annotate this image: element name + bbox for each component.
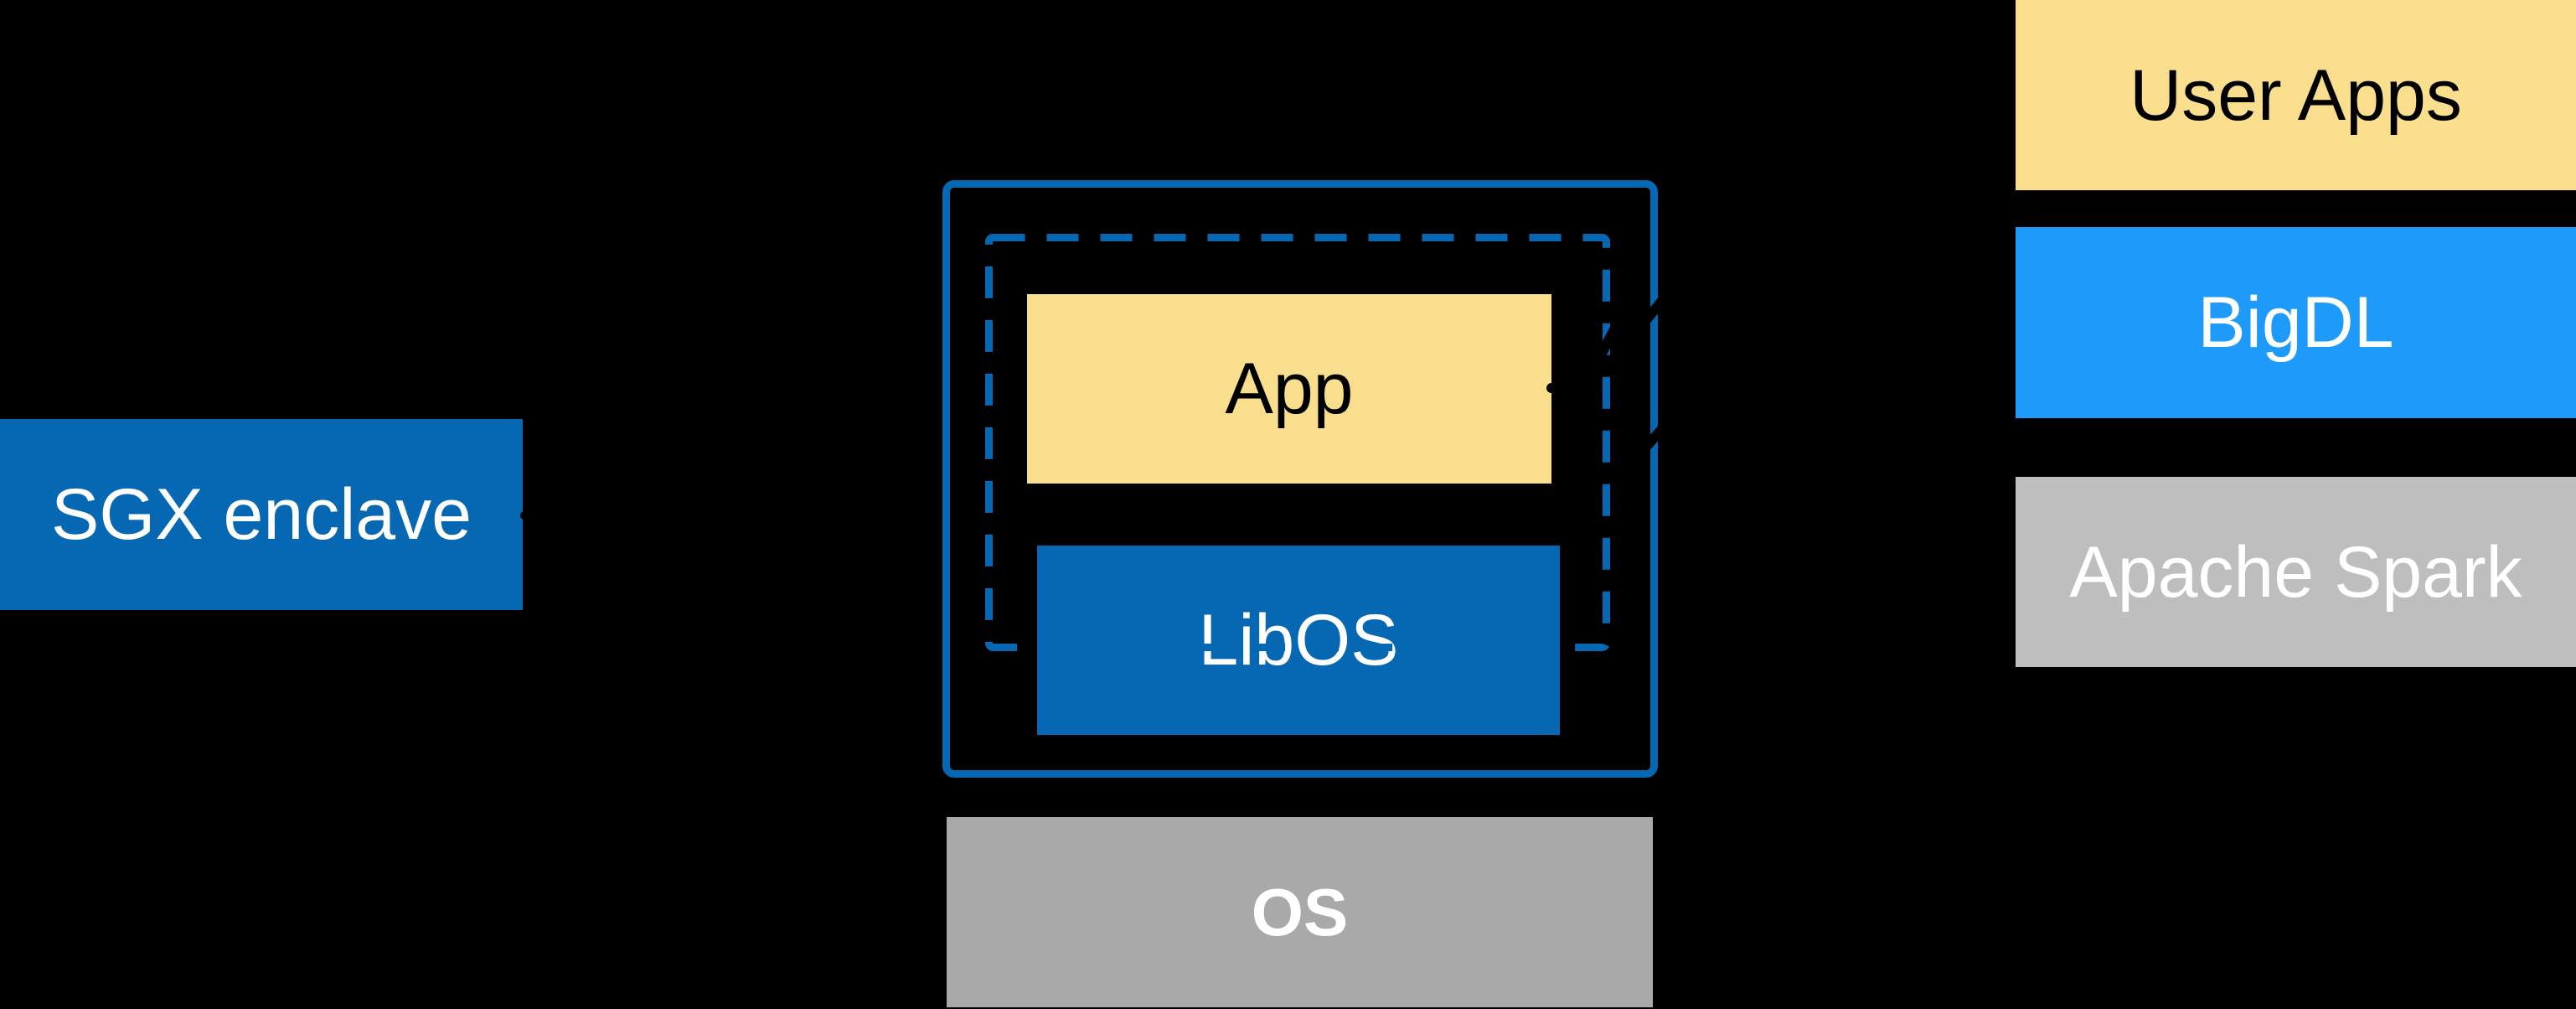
sgx-enclave-box: SGX enclave — [0, 419, 523, 610]
libos-box: LibOS — [1037, 546, 1560, 735]
user-apps-box: User Apps — [2016, 0, 2576, 190]
apache-spark-box: Apache Spark — [2016, 477, 2576, 667]
bigdl-label: BigDL — [2197, 282, 2394, 363]
os-label: OS — [1251, 874, 1349, 949]
sgx-enclave-label: SGX enclave — [51, 474, 472, 555]
libos-label: LibOS — [1198, 600, 1399, 680]
app-label: App — [1225, 349, 1354, 429]
app-box: App — [1027, 294, 1551, 484]
os-box: OS — [947, 817, 1653, 1007]
enclave-container-outline — [942, 180, 1658, 778]
apache-spark-label: Apache Spark — [2069, 531, 2522, 613]
user-apps-label: User Apps — [2129, 54, 2462, 136]
bigdl-box: BigDL — [2016, 227, 2576, 418]
